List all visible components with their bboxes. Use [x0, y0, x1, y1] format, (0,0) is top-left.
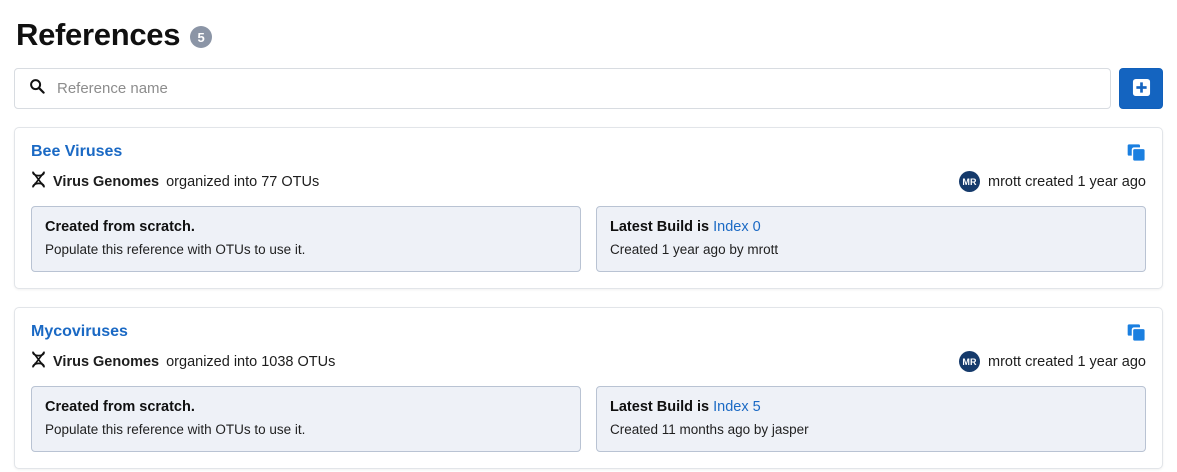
avatar: MR	[959, 351, 981, 372]
origin-panel: Created from scratch. Populate this refe…	[31, 206, 581, 272]
reference-creator: MR mrott created 1 year ago	[959, 351, 1146, 372]
clone-icon	[1127, 324, 1146, 345]
reference-data-type: Virus Genomes organized into 1038 OTUs	[31, 351, 335, 372]
latest-build-panel: Latest Build is Index 0 Created 1 year a…	[596, 206, 1146, 272]
reference-card-header: Mycoviruses	[31, 322, 1146, 342]
clone-icon	[1127, 144, 1146, 165]
latest-build-label: Latest Build is	[610, 219, 710, 235]
latest-build-panel: Latest Build is Index 5 Created 11 month…	[596, 386, 1146, 452]
reference-name-link[interactable]: Bee Viruses	[31, 143, 123, 160]
add-reference-button[interactable]	[1119, 68, 1163, 109]
latest-build-panel-title: Latest Build is Index 0	[610, 218, 1132, 236]
origin-panel-text: Populate this reference with OTUs to use…	[45, 242, 306, 258]
reference-count-badge: 5	[190, 26, 213, 48]
origin-panel-title: Created from scratch.	[45, 219, 195, 235]
dna-icon	[31, 171, 46, 192]
origin-panel-text: Populate this reference with OTUs to use…	[45, 422, 306, 438]
search-icon	[29, 78, 45, 99]
reference-card-header: Bee Viruses	[31, 142, 1146, 162]
origin-panel: Created from scratch. Populate this refe…	[31, 386, 581, 452]
reference-creator: MR mrott created 1 year ago	[959, 171, 1146, 192]
latest-build-panel-text: Created 11 months ago by jasper	[610, 422, 809, 438]
search-input[interactable]	[57, 80, 1096, 97]
clone-reference-button[interactable]	[1127, 323, 1146, 342]
clone-reference-button[interactable]	[1127, 143, 1146, 162]
data-type-label: Virus Genomes	[53, 353, 160, 370]
creator-text: mrott created 1 year ago	[988, 173, 1146, 190]
reference-meta-row: Virus Genomes organized into 1038 OTUs M…	[31, 351, 1146, 372]
dna-icon	[31, 351, 46, 372]
latest-build-link[interactable]: Index 0	[713, 219, 761, 235]
latest-build-link[interactable]: Index 5	[713, 399, 761, 415]
otu-count-label: organized into 1038 OTUs	[166, 353, 336, 370]
reference-name-link[interactable]: Mycoviruses	[31, 323, 128, 340]
plus-square-icon	[1132, 78, 1151, 100]
latest-build-label: Latest Build is	[610, 399, 710, 415]
reference-data-type: Virus Genomes organized into 77 OTUs	[31, 171, 319, 192]
avatar: MR	[959, 171, 981, 192]
reference-card[interactable]: Bee Viruses	[14, 127, 1163, 289]
otu-count-label: organized into 77 OTUs	[166, 173, 320, 190]
reference-meta-row: Virus Genomes organized into 77 OTUs MR …	[31, 171, 1146, 192]
reference-card[interactable]: Mycoviruses	[14, 307, 1163, 469]
search-box[interactable]	[14, 68, 1111, 109]
reference-panels: Created from scratch. Populate this refe…	[31, 386, 1146, 452]
reference-panels: Created from scratch. Populate this refe…	[31, 206, 1146, 272]
creator-text: mrott created 1 year ago	[988, 353, 1146, 370]
origin-panel-title: Created from scratch.	[45, 399, 195, 415]
latest-build-panel-text: Created 1 year ago by mrott	[610, 242, 779, 258]
page-header: References 5	[16, 14, 1163, 54]
search-toolbar	[14, 68, 1163, 109]
page-title: References	[16, 16, 181, 52]
data-type-label: Virus Genomes	[53, 173, 160, 190]
latest-build-panel-title: Latest Build is Index 5	[610, 398, 1132, 416]
